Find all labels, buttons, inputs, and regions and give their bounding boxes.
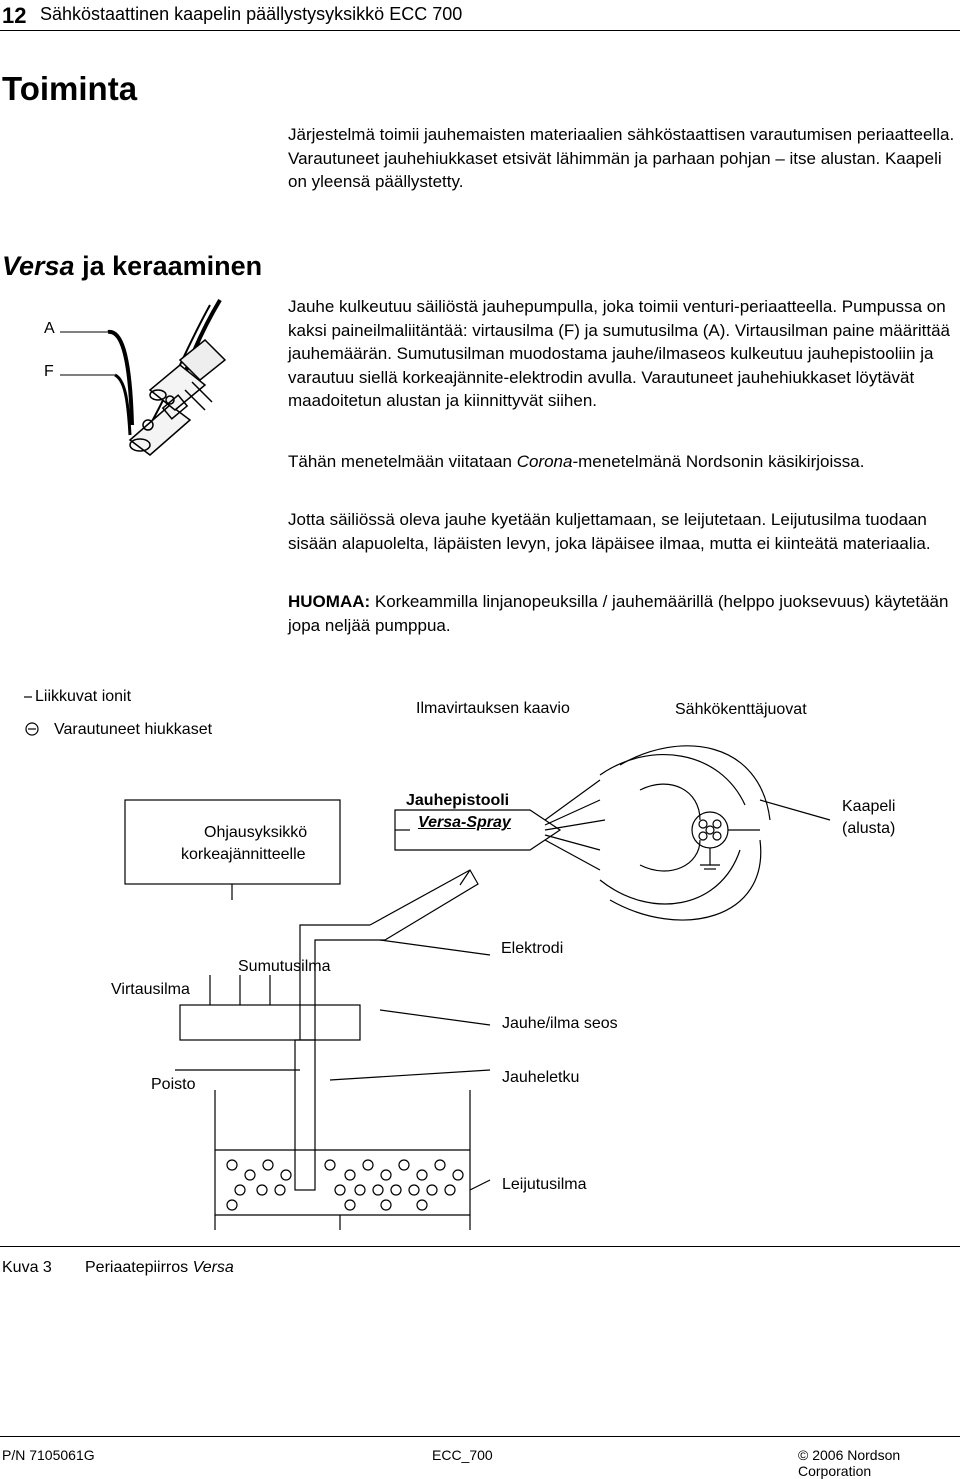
footer-copyright: © 2006 Nordson Corporation: [798, 1447, 901, 1479]
system-diagram: [24, 696, 831, 1230]
label-powder-hose: Jauheletku: [502, 1069, 580, 1086]
label-control-unit-2: korkeajännitteelle: [181, 846, 306, 863]
label-exhaust: Poisto: [151, 1076, 196, 1093]
page-number: 12: [2, 3, 27, 28]
section-title: Toiminta: [2, 70, 138, 107]
label-gun-2: Versa-Spray: [418, 814, 511, 831]
subsection-title-italic: Versa: [2, 251, 75, 281]
label-control-unit-1: Ohjausyksikkö: [204, 824, 308, 841]
paragraph-2-start: Tähän menetelmään viitataan: [288, 452, 517, 471]
note-paragraph: HUOMAA: Korkeammilla linjanopeuksilla / …: [288, 590, 958, 637]
paragraph-2-end: -menetelmänä Nordsonin käsikirjoissa.: [572, 452, 865, 471]
running-header: Sähköstaattinen kaapelin päällystysyksik…: [40, 4, 463, 24]
figure-caption-text: Periaatepiirros: [85, 1259, 193, 1276]
legend-charged-particles: Varautuneet hiukkaset: [54, 721, 213, 738]
legend-mobile-ions: Liikkuvat ionit: [35, 688, 132, 705]
label-flow-air: Virtausilma: [111, 981, 190, 998]
subsection-title-rest: ja keraaminen: [74, 251, 263, 281]
note-label: HUOMAA:: [288, 592, 371, 611]
footer-part-number: P/N 7105061G: [2, 1447, 95, 1463]
figure-caption-italic: Versa: [192, 1259, 234, 1276]
caption-rule: [0, 1246, 960, 1247]
label-fluidizing-air: Leijutusilma: [502, 1176, 587, 1193]
intro-paragraph: Järjestelmä toimii jauhemaisten materiaa…: [288, 125, 955, 191]
label-airflow: Ilmavirtauksen kaavio: [416, 700, 570, 717]
paragraph-1: Jauhe kulkeutuu säiliöstä jauhepumpulla,…: [288, 297, 950, 410]
label-gun-1: Jauhepistooli: [406, 792, 510, 809]
label-powder-air-mix: Jauhe/ilma seos: [502, 1015, 618, 1032]
label-cable-2: (alusta): [842, 820, 896, 837]
label-a: A: [44, 320, 55, 337]
label-f: F: [44, 363, 54, 380]
label-cable-1: Kaapeli: [842, 798, 896, 815]
note-text: Korkeammilla linjanopeuksilla / jauhemää…: [288, 592, 949, 635]
label-field-lines: Sähkökenttäjuovat: [675, 701, 807, 718]
label-atomizing-air: Sumutusilma: [238, 958, 331, 975]
footer-code: ECC_700: [432, 1447, 493, 1463]
footer-rule: [0, 1436, 960, 1437]
figure-number: Kuva 3: [2, 1259, 52, 1276]
subsection-title: Versa ja keraaminen: [2, 251, 262, 282]
label-electrode: Elektrodi: [501, 940, 564, 957]
paragraph-2-italic: Corona: [516, 452, 573, 471]
header-rule: [0, 30, 960, 31]
pump-illustration: [60, 298, 227, 456]
figure-caption: Periaatepiirros Versa: [85, 1259, 234, 1277]
paragraph-3: Jotta säiliössä oleva jauhe kyetään kulj…: [288, 510, 931, 553]
paragraph-2: Tähän menetelmään viitataan Corona-menet…: [288, 450, 958, 474]
